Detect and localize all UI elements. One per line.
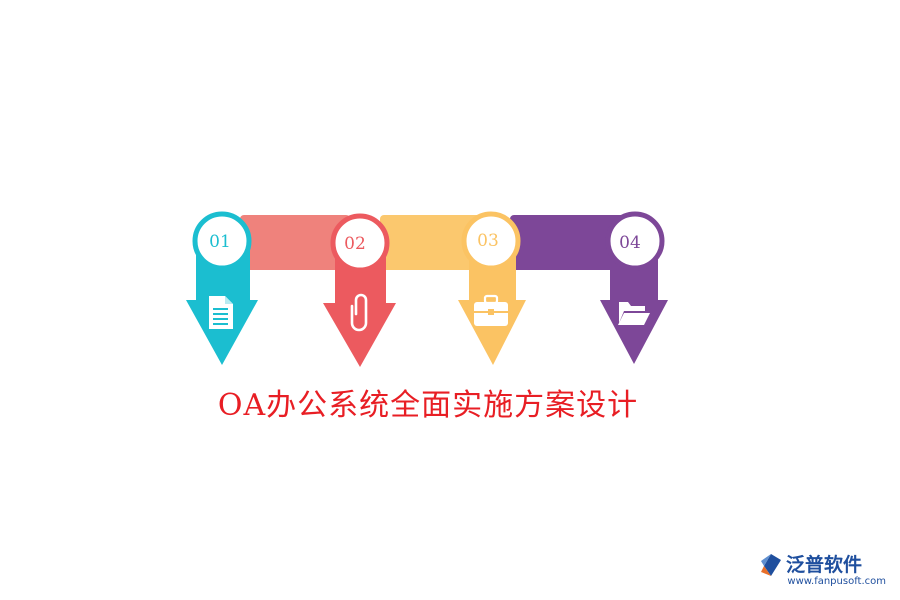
step-4-number: 04 [619,233,641,253]
step-3: 03 [458,211,526,365]
watermark: 泛普软件 www.fanpusoft.com [758,548,888,590]
step-4-arrow [600,240,668,364]
briefcase-icon [474,294,508,326]
step-2-circle [330,213,390,273]
page-title: OA办公系统全面实施方案设计 [217,388,639,423]
connector-3-4 [510,215,635,270]
step-3-number: 03 [477,231,499,251]
step-3-circle [461,211,521,271]
document-icon [209,296,233,329]
step-2: 02 [323,213,396,367]
step-2-arrow [323,242,396,367]
folder-icon [618,302,650,325]
step-1-number: 01 [209,232,231,252]
step-1: 01 [186,211,258,365]
fanpu-logo-icon [761,554,781,576]
step-4-circle [605,211,665,271]
watermark-url: www.fanpusoft.com [787,576,886,587]
connector-1-2 [240,215,350,270]
watermark-name: 泛普软件 [786,554,863,576]
step-2-number: 02 [344,234,366,254]
step-4: 04 [600,211,668,364]
connector-2-3 [380,215,490,270]
step-1-circle [192,211,252,271]
paperclip-icon [350,293,368,332]
